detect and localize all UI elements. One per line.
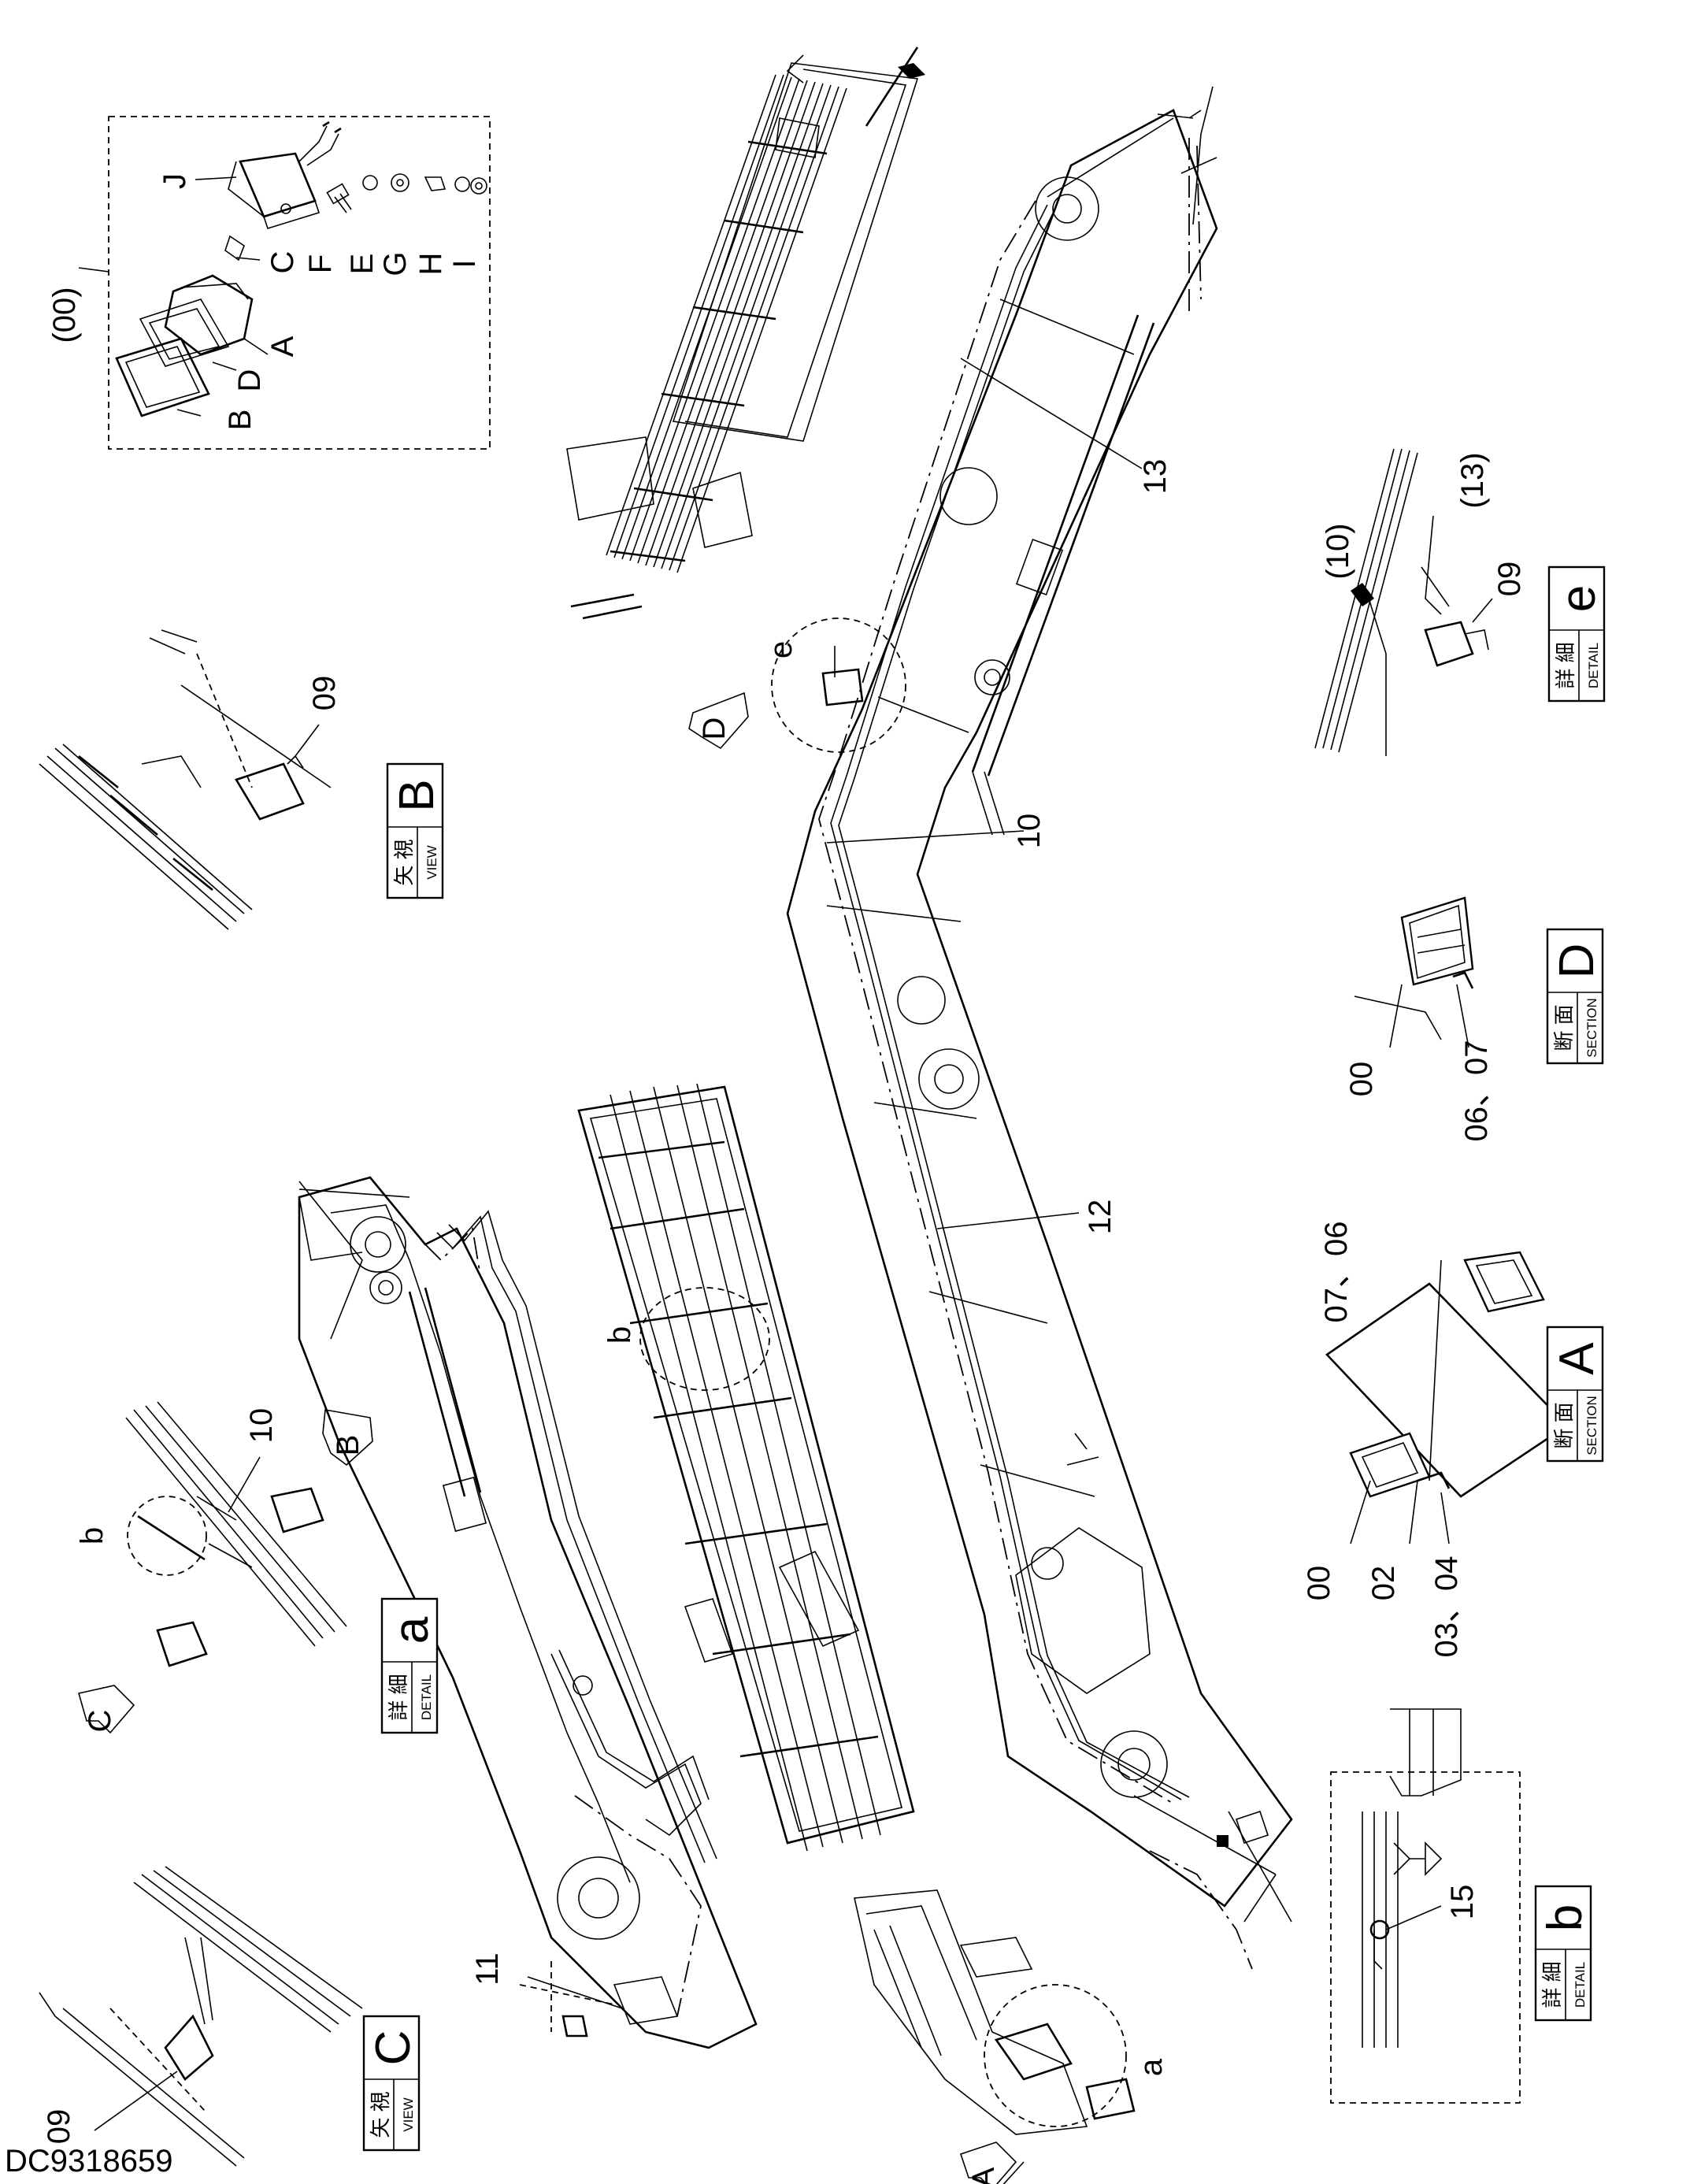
- part-letter-H: H: [413, 253, 448, 276]
- title-box-detail-a: 詳 細 DETAIL a: [380, 1597, 439, 1734]
- detail-e-en: DETAIL: [1586, 643, 1601, 688]
- detail-e-letter: e: [1551, 585, 1606, 612]
- section-d-drawing: [1354, 896, 1474, 1048]
- part-letter-B: B: [223, 410, 258, 431]
- section-a-letter: A: [1550, 1342, 1604, 1375]
- detail-marker-a: a: [1134, 2058, 1169, 2076]
- view-b-jp: 矢 視: [392, 839, 416, 885]
- callout-10-detail-a: 10: [244, 1408, 279, 1444]
- view-c-letter: C: [366, 2030, 421, 2066]
- section-a-jp: 断 面: [1552, 1402, 1576, 1448]
- section-d-en: SECTION: [1584, 998, 1599, 1058]
- detail-b-drawing: [1330, 1708, 1521, 2104]
- title-box-section-d: 断 面 SECTION D: [1546, 928, 1604, 1065]
- part-letter-J: J: [158, 173, 192, 189]
- kit-callout-label: (00): [47, 287, 82, 343]
- view-c-jp: 矢 視: [369, 2091, 392, 2138]
- callout-13-ref: (13): [1455, 452, 1490, 508]
- view-b-en: VIEW: [424, 845, 439, 879]
- boom-top-assembly: [566, 46, 925, 620]
- detail-e-jp: 詳 細: [1554, 642, 1577, 688]
- callout-09-view-c: 09: [42, 2109, 76, 2145]
- detail-a-en: DETAIL: [419, 1674, 434, 1720]
- callout-11: 11: [470, 1952, 505, 1986]
- title-box-section-a: 断 面 SECTION A: [1546, 1326, 1604, 1463]
- callout-15: 15: [1445, 1885, 1480, 1920]
- section-d-letter: D: [1550, 944, 1604, 979]
- title-box-detail-e: 詳 細 DETAIL e: [1547, 565, 1606, 703]
- kit-exploded-view: [78, 116, 491, 450]
- callout-09-view-b: 09: [307, 676, 342, 711]
- detail-b-en: DETAIL: [1573, 1962, 1588, 2008]
- detail-marker-b-small: b: [75, 1527, 109, 1544]
- section-d-jp: 断 面: [1552, 1004, 1576, 1051]
- view-c-en: VIEW: [401, 2097, 416, 2131]
- view-c-drawing: [39, 1866, 363, 2167]
- callout-10-boom: 10: [1012, 814, 1047, 849]
- detail-e-drawing: [1314, 448, 1493, 756]
- linkage-detail: [854, 1889, 1136, 2184]
- middle-boom: [298, 1176, 758, 2049]
- callout-00-section-a: 00: [1302, 1566, 1336, 1601]
- part-letter-G: G: [378, 251, 413, 276]
- part-letter-C: C: [265, 251, 300, 274]
- part-letter-F: F: [303, 254, 338, 273]
- callout-09-detail-e: 09: [1492, 562, 1527, 597]
- part-letter-I: I: [447, 259, 482, 268]
- detail-b-letter: b: [1538, 1904, 1592, 1931]
- detail-a-drawing: [77, 1401, 347, 1734]
- callout-00-section-d: 00: [1344, 1062, 1379, 1097]
- view-b-drawing: [39, 629, 332, 930]
- callout-02: 02: [1366, 1566, 1401, 1601]
- callout-13: 13: [1138, 459, 1173, 495]
- callout-07-06-section-a: 07、06: [1319, 1222, 1354, 1323]
- section-a-drawing: [1325, 1251, 1569, 1544]
- main-boom: [771, 86, 1293, 1970]
- section-a-en: SECTION: [1584, 1396, 1599, 1455]
- view-arrow-b-letter: B: [331, 1435, 365, 1456]
- part-letter-E: E: [345, 254, 380, 275]
- callout-03-04: 03、04: [1429, 1556, 1464, 1658]
- callout-06-07-section-d: 06、07: [1459, 1040, 1494, 1142]
- part-letter-D: D: [232, 369, 267, 392]
- view-b-letter: B: [390, 779, 444, 811]
- document-id: DC9318659: [5, 2144, 173, 2178]
- title-box-view-c: 矢 視 VIEW C: [362, 2015, 421, 2152]
- detail-b-jp: 詳 細: [1540, 1961, 1564, 2008]
- part-letter-A: A: [265, 336, 300, 357]
- title-box-detail-b: 詳 細 DETAIL b: [1534, 1885, 1592, 2022]
- view-arrow-a-letter: A: [966, 2167, 1001, 2184]
- view-arrow-c-letter: C: [83, 1710, 117, 1733]
- detail-marker-b-mid: b: [602, 1326, 637, 1344]
- center-bundle: [577, 1083, 915, 1852]
- detail-marker-e: e: [764, 641, 799, 658]
- view-arrow-d: D: [688, 692, 749, 750]
- callout-12: 12: [1083, 1200, 1117, 1235]
- detail-a-jp: 詳 細: [387, 1674, 410, 1720]
- title-box-view-b: 矢 視 VIEW B: [386, 762, 444, 899]
- detail-a-letter: a: [384, 1616, 439, 1644]
- view-arrow-d-letter: D: [697, 717, 732, 740]
- callout-10-ref: (10): [1321, 523, 1355, 579]
